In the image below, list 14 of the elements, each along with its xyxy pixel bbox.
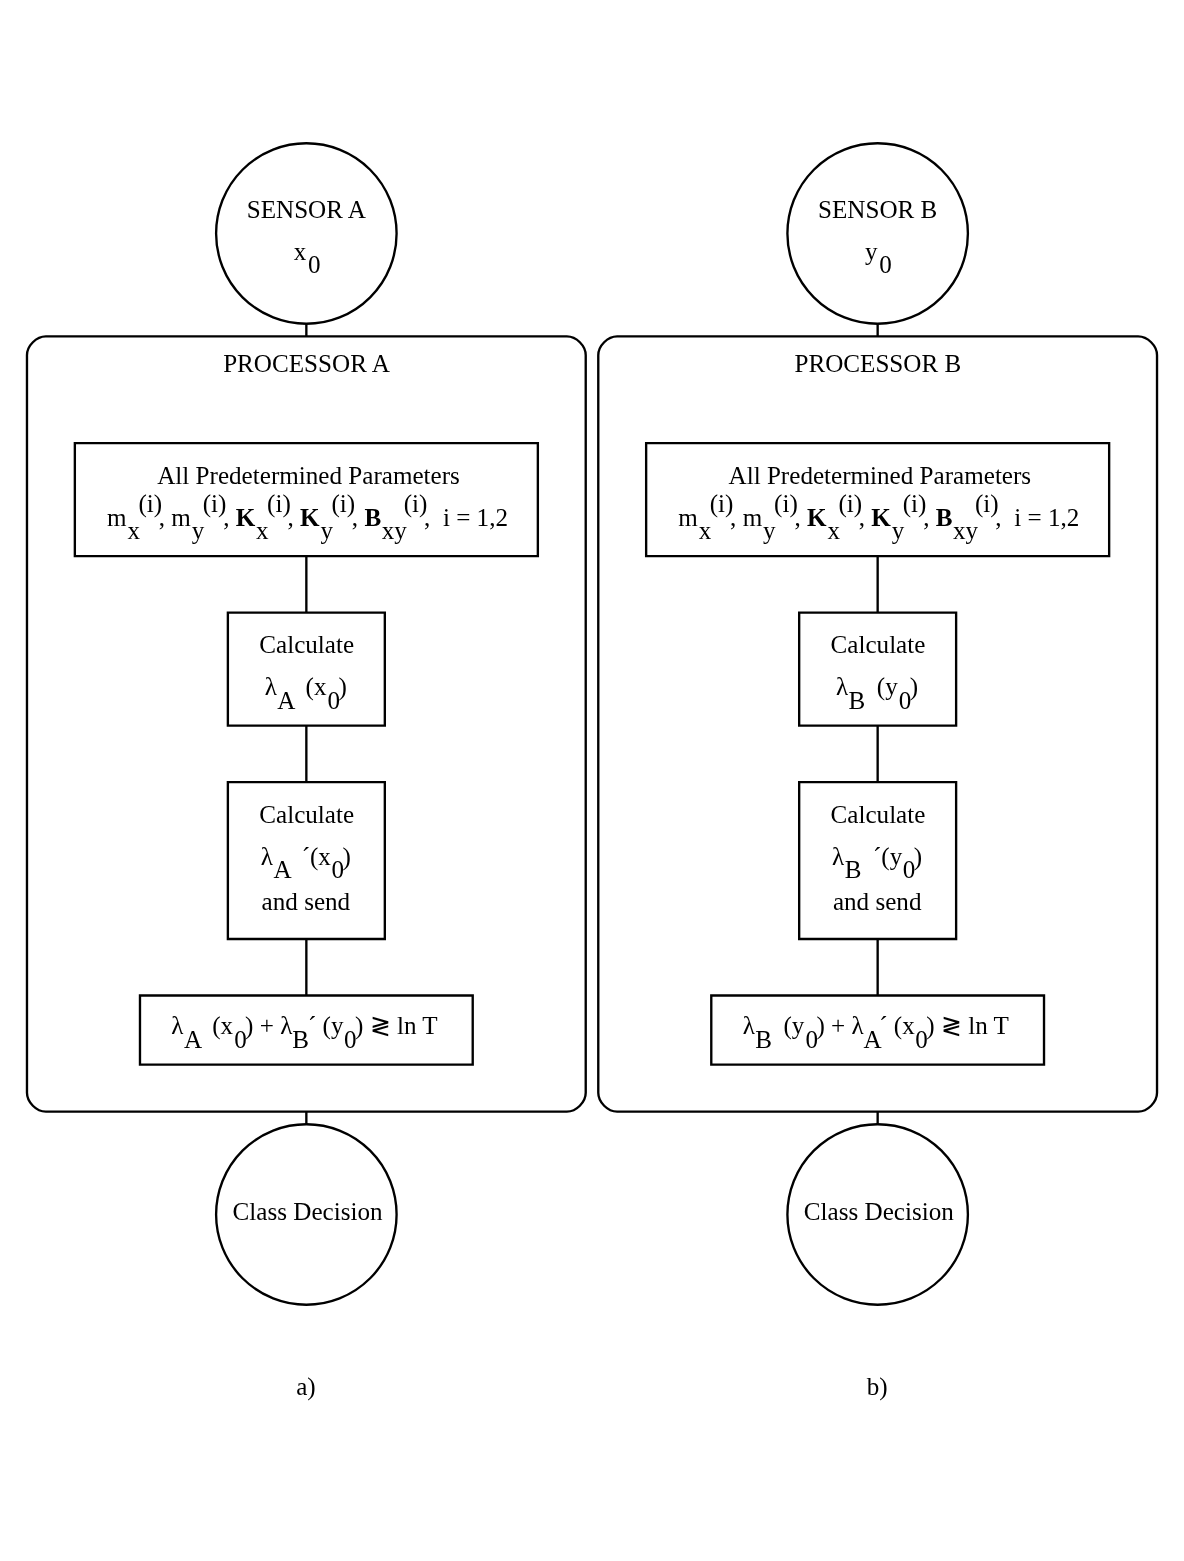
connector	[876, 556, 879, 613]
connector	[876, 324, 879, 337]
node-circle: Class Decision	[786, 1123, 970, 1306]
connector	[305, 939, 308, 996]
connector	[305, 324, 308, 337]
connector	[876, 1111, 879, 1124]
node-circle: Class Decision	[214, 1123, 398, 1306]
connector	[305, 556, 308, 613]
label: a)	[296, 1373, 316, 1401]
connector	[305, 1111, 308, 1124]
connector	[876, 939, 879, 996]
connector	[305, 725, 308, 782]
connector	[876, 725, 879, 782]
label: b)	[866, 1373, 888, 1401]
